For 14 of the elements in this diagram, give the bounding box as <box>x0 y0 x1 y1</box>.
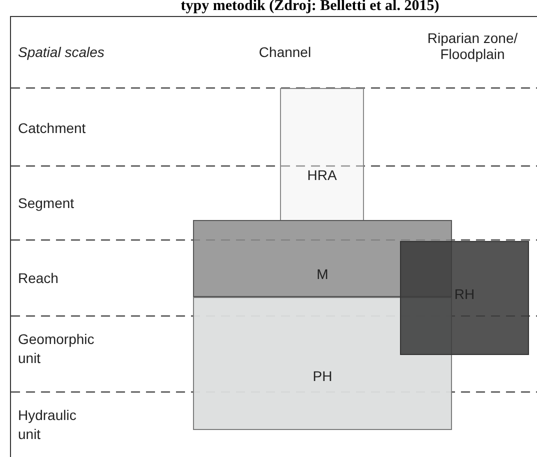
method-box <box>280 88 364 221</box>
method-label: HRA <box>307 167 337 183</box>
scale-label: Channel <box>258 43 312 62</box>
method-label: M <box>316 266 328 282</box>
scale-label: Spatial scales <box>18 43 106 62</box>
method-box <box>400 241 529 355</box>
scale-label: Geomorphic unit <box>18 330 96 368</box>
scale-label: Reach <box>18 269 60 288</box>
scale-label: Riparian zone/ Floodplain <box>426 30 519 62</box>
method-box <box>193 297 452 430</box>
method-label: PH <box>312 368 332 384</box>
scale-label: Hydraulic unit <box>18 406 78 444</box>
scale-label: Catchment <box>18 119 87 138</box>
scale-label: Segment <box>18 194 76 213</box>
